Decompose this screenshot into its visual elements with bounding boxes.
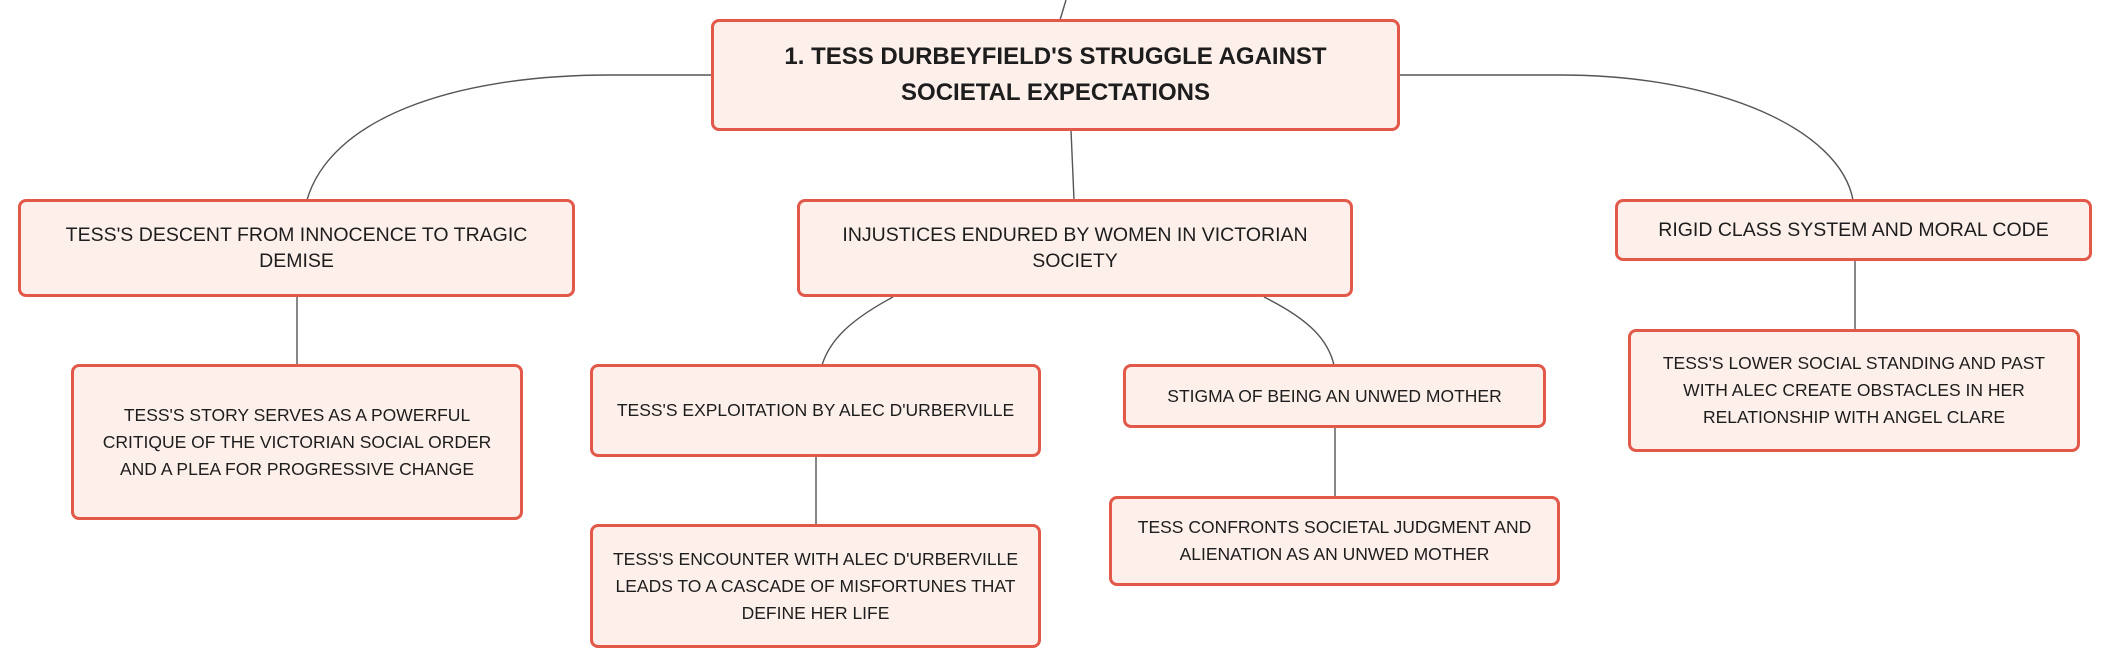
connector-injustices-to-stigma xyxy=(1263,296,1335,366)
topic-descent-node[interactable]: TESS'S DESCENT FROM INNOCENCE TO TRAGIC … xyxy=(18,199,575,297)
subtopic-encounter-node[interactable]: TESS'S ENCOUNTER WITH ALEC D'URBERVILLE … xyxy=(590,524,1041,648)
subtopic-exploitation-label: TESS'S EXPLOITATION BY ALEC D'URBERVILLE xyxy=(616,400,1015,420)
connector-parent-to-root xyxy=(1059,0,1067,21)
root-topic-node[interactable]: 1. TESS DURBEYFIELD'S STRUGGLE AGAINST S… xyxy=(711,19,1400,131)
connector-root-to-class-system xyxy=(1400,74,1854,201)
subtopic-stigma-label: STIGMA OF BEING AN UNWED MOTHER xyxy=(1167,385,1502,406)
connector-injustices-to-exploitation xyxy=(821,296,894,366)
subtopic-judgment-node[interactable]: TESS CONFRONTS SOCIETAL JUDGMENT AND ALI… xyxy=(1109,496,1560,586)
topic-class-system-node[interactable]: RIGID CLASS SYSTEM AND MORAL CODE xyxy=(1615,199,2092,261)
topic-class-system-label: RIGID CLASS SYSTEM AND MORAL CODE xyxy=(1658,219,2049,241)
connector-root-to-descent xyxy=(306,74,712,201)
topic-descent-label: TESS'S DESCENT FROM INNOCENCE TO TRAGIC … xyxy=(65,224,528,272)
connector-root-to-injustices xyxy=(1070,129,1075,201)
topic-injustices-node[interactable]: INJUSTICES ENDURED BY WOMEN IN VICTORIAN… xyxy=(797,199,1353,297)
root-topic-label: 1. TESS DURBEYFIELD'S STRUGGLE AGAINST S… xyxy=(784,43,1327,106)
subtopic-exploitation-node[interactable]: TESS'S EXPLOITATION BY ALEC D'URBERVILLE xyxy=(590,364,1041,457)
topic-injustices-label: INJUSTICES ENDURED BY WOMEN IN VICTORIAN… xyxy=(842,224,1308,272)
subtopic-standing-label: TESS'S LOWER SOCIAL STANDING AND PAST WI… xyxy=(1662,353,2046,427)
subtopic-critique-label: TESS'S STORY SERVES AS A POWERFUL CRITIQ… xyxy=(102,404,492,479)
subtopic-judgment-label: TESS CONFRONTS SOCIETAL JUDGMENT AND ALI… xyxy=(1137,517,1532,564)
subtopic-stigma-node[interactable]: STIGMA OF BEING AN UNWED MOTHER xyxy=(1123,364,1546,428)
subtopic-critique-node[interactable]: TESS'S STORY SERVES AS A POWERFUL CRITIQ… xyxy=(71,364,523,520)
subtopic-standing-node[interactable]: TESS'S LOWER SOCIAL STANDING AND PAST WI… xyxy=(1628,329,2080,452)
subtopic-encounter-label: TESS'S ENCOUNTER WITH ALEC D'URBERVILLE … xyxy=(612,548,1019,623)
